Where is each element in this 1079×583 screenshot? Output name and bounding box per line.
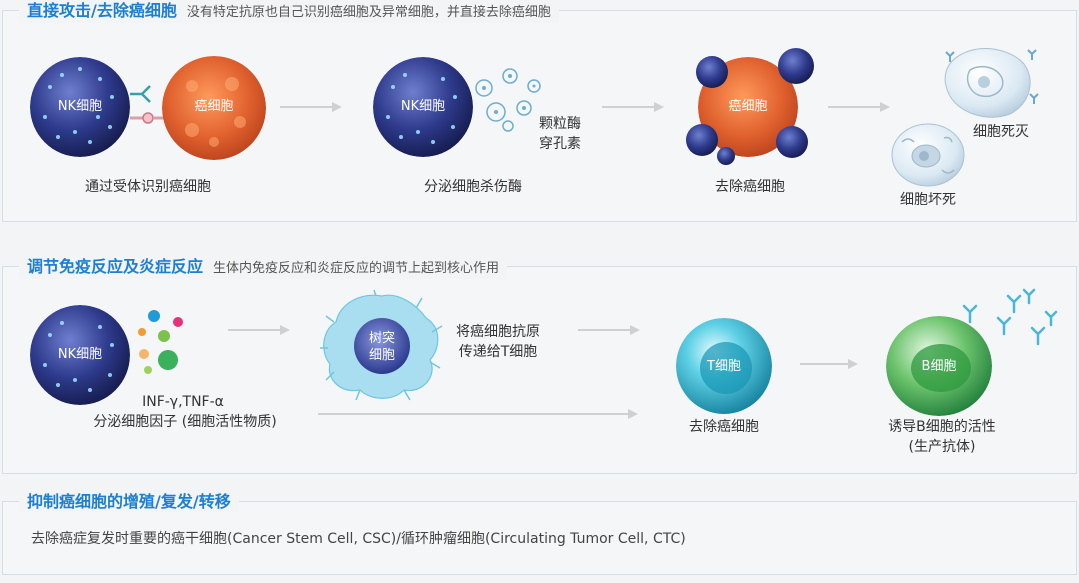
nk-cell-label: NK细胞 xyxy=(400,99,446,114)
cancer-cell-image xyxy=(162,56,266,160)
t-cell-label: T细胞 xyxy=(707,359,741,374)
section-description: 生体内免疫反应和炎症反应的调节上起到核心作用 xyxy=(213,261,500,276)
arrow-icon xyxy=(800,359,858,369)
cytokine-dots-icon xyxy=(138,310,183,374)
antigen-caption: 将癌细胞抗原 传递给T细胞 xyxy=(456,324,540,360)
dendritic-cell-icon xyxy=(320,290,443,401)
section-heading: 抑制癌细胞的增殖/复发/转移 xyxy=(19,492,239,512)
arrow-icon xyxy=(280,102,342,112)
cytokine-names: INF-γ,TNF-α xyxy=(142,394,224,410)
section-heading: 直接攻击/去除癌细胞没有特定抗原也自己识别癌细胞及异常细胞，并直接去除癌细胞 xyxy=(19,1,559,23)
antibody-icon xyxy=(962,288,1058,346)
step-caption: 通过受体识别癌细胞 xyxy=(85,179,211,195)
t-cell-caption: 去除癌细胞 xyxy=(689,419,759,435)
nk-cell-label: NK细胞 xyxy=(57,99,103,114)
arrow-icon xyxy=(828,102,890,112)
section-heading: 调节免疫反应及炎症反应生体内免疫反应和炎症反应的调节上起到核心作用 xyxy=(19,257,508,279)
section-title: 调节免疫反应及炎症反应 xyxy=(27,257,204,276)
step-caption: 分泌细胞杀伤酶 xyxy=(424,179,522,195)
section-description: 去除癌症复发时重要的癌干细胞(Cancer Stem Cell, CSC)/循环… xyxy=(31,531,686,547)
arrow-icon xyxy=(602,102,664,112)
receptor-icon xyxy=(130,85,164,124)
b-cell-label: B细胞 xyxy=(921,359,957,374)
dendritic-cell-label: 树突 细胞 xyxy=(368,331,395,363)
t-cell-image xyxy=(676,318,772,414)
nk-cell-image xyxy=(30,305,130,405)
cytokine-caption: 分泌细胞因子 (细胞活性物质) xyxy=(93,414,277,430)
arrow-icon xyxy=(578,325,640,335)
b-cell-caption: 诱导B细胞的活性 (生产抗体) xyxy=(888,419,996,455)
cancer-cell-label: 癌细胞 xyxy=(728,99,768,114)
granule-label: 颗粒酶 穿孔素 xyxy=(539,116,581,152)
cancer-cell-label: 癌细胞 xyxy=(194,99,234,114)
apoptosis-label: 细胞死灭 xyxy=(973,124,1029,140)
arrow-icon xyxy=(228,325,290,335)
nk-cell-image xyxy=(373,57,473,157)
apoptosis-cell-icon xyxy=(944,48,1039,118)
step-caption: 去除癌细胞 xyxy=(715,179,785,195)
necrosis-label: 细胞坏死 xyxy=(900,192,956,208)
section-title: 直接攻击/去除癌细胞 xyxy=(27,1,177,20)
long-arrow-icon xyxy=(318,409,638,419)
granule-icon xyxy=(475,68,541,132)
nk-cell-image xyxy=(30,57,130,157)
section-inhibit-proliferation: 抑制癌细胞的增殖/复发/转移 去除癌症复发时重要的癌干细胞(Cancer Ste… xyxy=(2,492,1077,575)
nk-cells-cluster-icon xyxy=(686,48,814,165)
necrosis-cell-icon xyxy=(891,123,965,187)
section-description: 没有特定抗原也自己识别癌细胞及异常细胞，并直接去除癌细胞 xyxy=(186,5,551,20)
nk-cell-label: NK细胞 xyxy=(57,347,103,362)
b-cell-image xyxy=(886,316,992,416)
section-title: 抑制癌细胞的增殖/复发/转移 xyxy=(27,492,231,511)
